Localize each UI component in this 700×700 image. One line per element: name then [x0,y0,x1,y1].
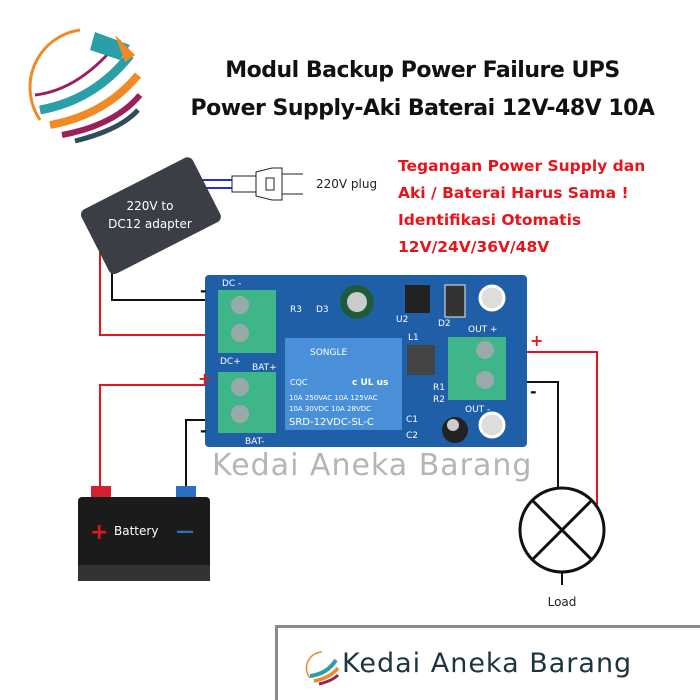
plug-icon [231,167,303,201]
sign-bat-plus: + [198,369,211,388]
relay-ul: c UL us [352,378,388,388]
label-d2: D2 [438,319,451,329]
relay-cert: CQC [290,378,308,387]
label-u2: U2 [396,315,408,325]
label-bat-plus: BAT+ [252,363,277,373]
adapter-label-line2: DC12 adapter [108,217,192,231]
ups-module-board [205,275,527,447]
relay [285,338,402,430]
note-line3: Identifikasi Otomatis [398,211,582,229]
output-positive-wire [505,351,598,508]
brand-footer: Kedai Aneka Barang [275,625,700,700]
label-r1: R1 [433,383,445,393]
battery-plus-sign: + [90,520,108,545]
adapter-label-line1: 220V to [127,199,174,213]
label-c2: C2 [406,431,418,441]
battery: + Battery — [78,486,210,581]
battery-positive-wire [99,384,215,490]
relay-model: SRD-12VDC-SL-C [289,417,374,428]
plug-label: 220V plug [316,177,377,191]
label-bat-minus: BAT- [245,437,265,447]
footer-logo-icon [305,651,340,686]
note-line1: Tegangan Power Supply dan [398,157,646,175]
label-dc-plus: DC+ [220,357,241,367]
battery-minus-sign: — [176,521,194,542]
label-r3: R3 [290,305,302,315]
battery-label: Battery [114,524,158,538]
relay-brand: SONGLE [310,348,348,358]
adapter-positive-wire [99,240,215,336]
label-dc-minus: DC - [222,279,241,289]
note-line4: 12V/24V/36V/48V [398,238,550,256]
title-line2: Power Supply-Aki Baterai 12V-48V 10A [190,96,655,121]
label-r2: R2 [433,395,445,405]
lamp-load-icon [518,486,606,585]
note-line2: Aki / Baterai Harus Sama ! [398,184,629,202]
relay-rating1: 10A 250VAC 10A 125VAC [289,394,378,402]
sign-out-plus: + [530,331,543,350]
sign-bat-minus: - [200,421,207,440]
load-label: Load [548,595,577,609]
sign-out-minus: - [530,382,537,401]
terminal-bat [218,372,276,433]
label-l1: L1 [408,333,419,343]
label-c1: C1 [406,415,418,425]
relay-rating2: 10A 30VDC 10A 28VDC [289,405,371,413]
label-out-plus: OUT + [468,325,498,335]
sign-dc-minus: - [200,281,207,300]
footer-brand-name: Kedai Aneka Barang [342,648,633,679]
title-line1: Modul Backup Power Failure UPS [225,58,620,83]
watermark: Kedai Aneka Barang [212,448,533,483]
brand-logo [27,27,143,144]
label-out-minus: OUT - [465,405,490,415]
power-adapter: 220V to DC12 adapter [80,157,221,275]
label-d3: D3 [316,305,329,315]
